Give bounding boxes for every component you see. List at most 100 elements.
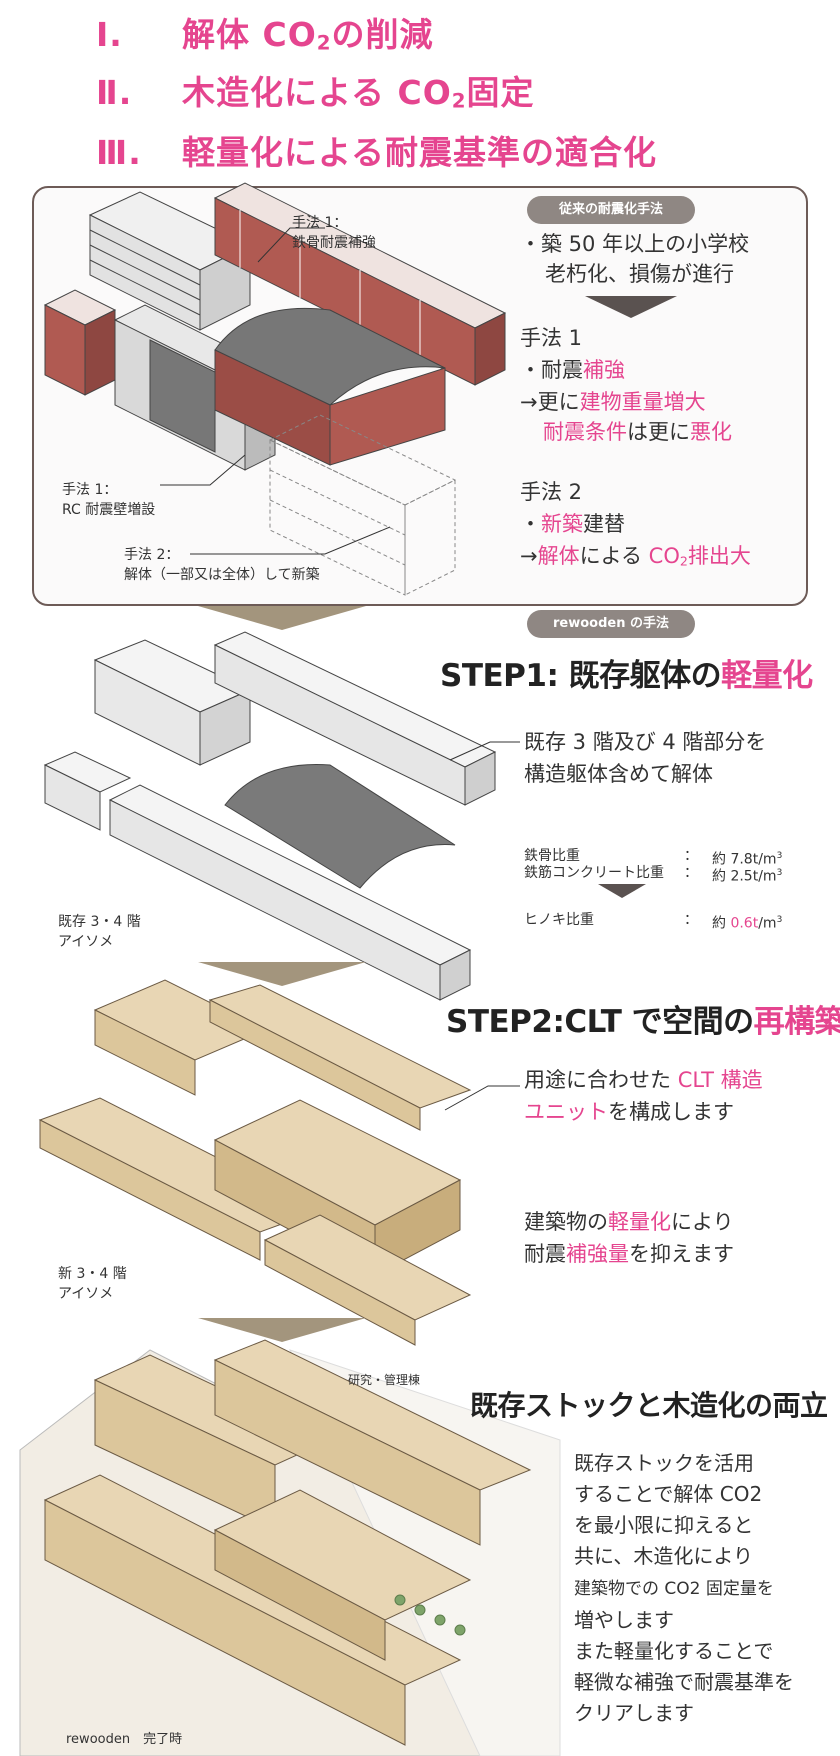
research-building-label: 研究・管理棟: [348, 1373, 421, 1387]
method2-line2-highlight3: 排出大: [687, 544, 751, 568]
final-desc-line8: 軽微な補強で耐震基準を: [574, 1670, 794, 1694]
goal-2-subscript: 2: [451, 89, 467, 113]
building-block-brick-left: [43, 289, 117, 396]
goal-1-text-end: の削減: [331, 15, 434, 54]
weight-rc-number: 約 2.5t/m: [712, 868, 777, 885]
step2-desc-line3-text: 建築物の: [524, 1210, 608, 1234]
weight-arrow-down: [598, 884, 646, 898]
method2-line2-arrow: →: [520, 544, 538, 568]
final-desc-line5: 建築物での CO2 固定量を: [574, 1579, 774, 1599]
callout-demolition-line1: 手法 2：: [124, 547, 180, 563]
method1-line3: 耐震条件は更に悪化: [543, 416, 732, 448]
method1-line1-highlight: 補強: [583, 358, 625, 382]
goal-1: Ⅰ.解体 CO2の削減: [96, 8, 434, 56]
step2-desc-line1-text: 用途に合わせた: [524, 1068, 678, 1092]
weight-rc-colon: ：: [684, 865, 698, 881]
callout-steel-bracing: 手法 1：鉄骨耐震補強: [292, 213, 376, 253]
step2-desc-line2: ユニットを構成します: [524, 1096, 734, 1128]
final-desc-line9: クリアします: [574, 1701, 694, 1725]
method1-title: 手法 1: [520, 326, 583, 350]
weight-rc-value: 約 2.5t/m3: [712, 863, 782, 887]
step2-desc-line3-text-end: により: [671, 1210, 734, 1234]
method2-line2-text: による: [579, 544, 649, 568]
conventional-bullet-line1: ・築 50 年以上の小学校: [520, 232, 750, 256]
weight-steel-colon: ：: [684, 848, 698, 864]
flow-arrow-3: [198, 1318, 366, 1342]
method2-line2-highlight2: CO: [648, 544, 680, 568]
weight-hinoki-unit: /m: [758, 915, 777, 932]
weight-rc-unit-exp: 3: [776, 868, 783, 878]
final-desc-line3: を最小限に抑えると: [574, 1513, 754, 1537]
existing-iso-label-line2: アイソメ: [58, 934, 114, 950]
callout-steel-bracing-line1: 手法 1：: [292, 215, 348, 231]
step1-desc-line1: 既存 3 階及び 4 階部分を: [524, 730, 767, 754]
method1-line3-text: は更に: [627, 420, 690, 444]
completion-label: rewooden 完了時: [66, 1732, 183, 1747]
goal-2-text-end: 固定: [466, 73, 535, 112]
step2-desc-line1: 用途に合わせた CLT 構造: [524, 1064, 763, 1096]
method2-line2-highlight1: 解体: [537, 544, 580, 568]
final-desc-line7: また軽量化することで: [574, 1639, 774, 1663]
goal-1-subscript: 2: [316, 31, 332, 55]
rewooden-method-pill: rewooden の手法: [527, 610, 695, 638]
step2-desc-line4: 耐震補強量を抑えます: [524, 1238, 734, 1270]
step2-desc-line1-highlight: CLT 構造: [677, 1068, 763, 1092]
method2-line1-text: 建替: [583, 512, 625, 536]
method2-line2: →解体による CO2排出大: [520, 540, 751, 577]
final-desc-line6: 増やします: [574, 1608, 674, 1632]
step2-desc-line3-highlight: 軽量化: [608, 1210, 671, 1234]
step2-desc-line4-highlight: 補強量: [566, 1242, 629, 1266]
conventional-bullet-line2: 老朽化、損傷が進行: [545, 262, 734, 286]
demolished-block-outline: [268, 414, 457, 596]
goal-2: Ⅱ. 木造化による CO2固定: [96, 66, 535, 114]
goal-2-text: 木造化による CO: [182, 73, 452, 112]
weight-steel-unit-exp: 3: [776, 851, 783, 861]
new-iso-label-line2: アイソメ: [58, 1286, 114, 1302]
weight-steel-label: 鉄骨比重: [524, 848, 580, 864]
step1-title-highlight: 軽量化: [721, 658, 813, 694]
method2-line1-highlight: 新築: [541, 512, 583, 536]
flow-arrow-2: [198, 962, 366, 986]
goal-3-number: Ⅲ.: [96, 133, 142, 172]
callout-rc-wall-line2: RC 耐震壁増設: [62, 502, 156, 518]
method1-line2-highlight: 建物重量増大: [579, 390, 706, 414]
goal-2-number: Ⅱ.: [96, 73, 133, 112]
conventional-method-pill: 従来の耐震化手法: [527, 196, 695, 224]
method1-line3-highlight2: 悪化: [690, 420, 732, 444]
step2-desc-line3: 建築物の軽量化により: [524, 1206, 734, 1238]
new-iso-label: 新 3・4 階アイソメ: [58, 1264, 127, 1304]
weight-rc-label: 鉄筋コンクリート比重: [524, 865, 664, 881]
final-title: 既存ストックと木造化の両立: [470, 1389, 828, 1422]
arrow-down-triangle: [585, 296, 677, 318]
method2-line1-bullet: ・: [520, 512, 541, 536]
weight-hinoki-number-prefix: 約: [712, 915, 731, 932]
step2-desc-line4-text-end: を抑えます: [629, 1242, 734, 1266]
weight-steel-number: 約 7.8t/m: [712, 851, 777, 868]
callout-rc-wall: 手法 1：RC 耐震壁増設: [62, 480, 155, 520]
callout-lines-panel: [160, 227, 391, 555]
callout-demolition-line2: 解体（一部又は全体）して新築: [124, 567, 320, 583]
step2-title-highlight: 再構築: [753, 1004, 840, 1040]
step2-title: STEP2:CLT で空間の再構築: [446, 996, 840, 1041]
method2-title: 手法 2: [520, 480, 583, 504]
step2-desc-line4-text: 耐震: [524, 1242, 566, 1266]
callout-demolition: 手法 2： 解体（一部又は全体）して新築: [124, 545, 320, 585]
building-block-brick-top: [213, 182, 507, 386]
final-desc-line1: 既存ストックを活用: [574, 1451, 754, 1475]
step1-desc-line2: 構造躯体含めて解体: [524, 762, 713, 786]
method1-line1: ・耐震補強: [520, 354, 625, 386]
method1-line3-highlight1: 耐震条件: [543, 420, 627, 444]
goal-3: Ⅲ.軽量化による耐震基準の適合化: [96, 126, 657, 174]
step2-desc-line2-text: を構成します: [608, 1100, 734, 1124]
final-desc-line2: することで解体 CO2: [574, 1482, 763, 1506]
weight-steel-value: 約 7.8t/m3: [712, 846, 782, 870]
method1-line1-text: ・耐震: [520, 358, 583, 382]
weight-hinoki-label: ヒノキ比重: [524, 912, 594, 928]
weight-hinoki-value: 約 0.6t/m3: [712, 910, 782, 934]
weight-hinoki-colon: ：: [684, 912, 698, 928]
final-description: 既存ストックを活用 することで解体 CO2 を最小限に抑えると 共に、木造化によ…: [574, 1448, 794, 1729]
